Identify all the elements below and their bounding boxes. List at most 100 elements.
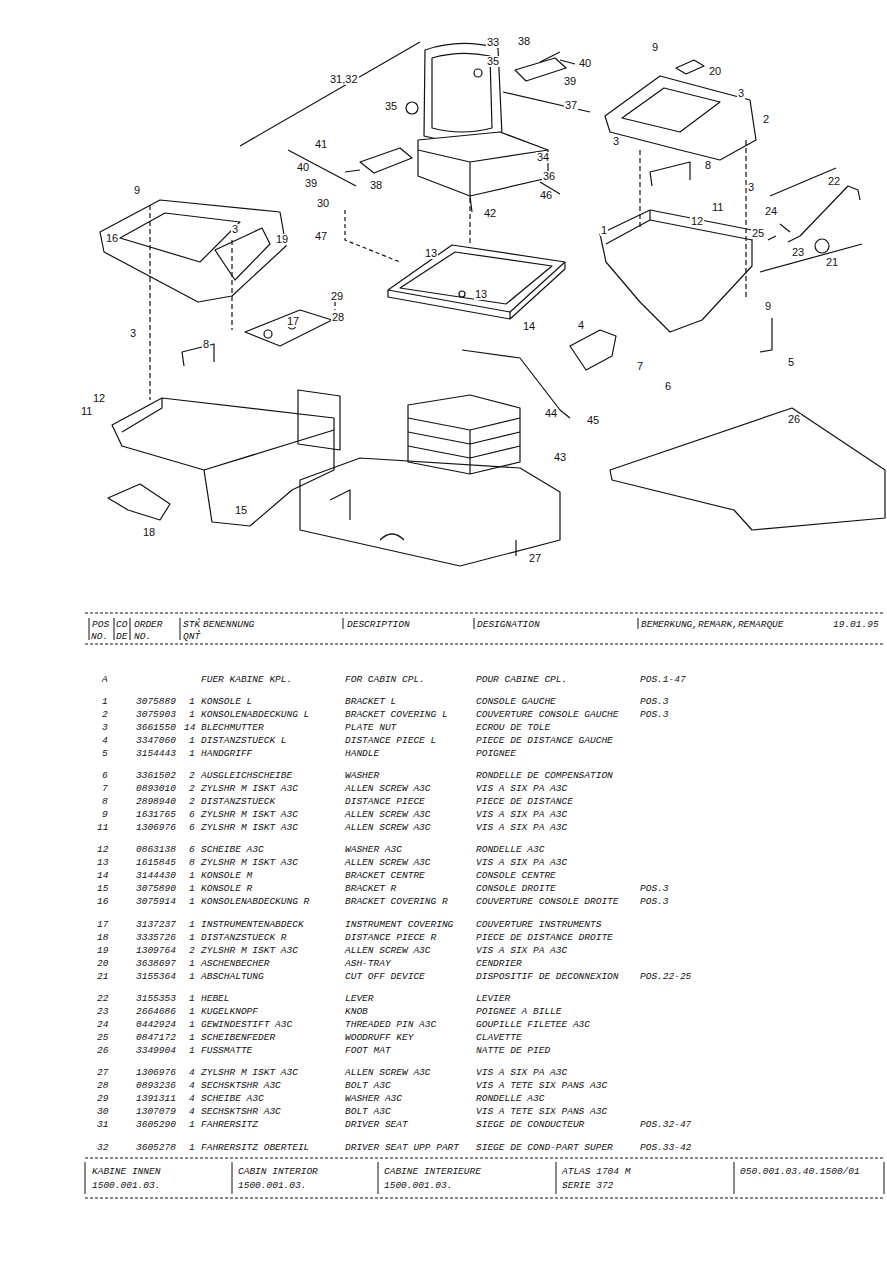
callout-number: 8: [202, 339, 210, 350]
table-cell: LEVER: [345, 994, 374, 1004]
table-cell: 12: [97, 845, 108, 855]
table-cell: 4: [189, 1081, 195, 1091]
table-cell: 4: [189, 1068, 195, 1078]
table-cell: 6: [102, 771, 108, 781]
callout-number: 11: [80, 406, 93, 417]
table-header: BEMERKUNG,REMARK,REMARQUE: [641, 620, 784, 630]
table-cell: DRIVER SEAT UPP PART: [345, 1143, 459, 1153]
callout-number: 13: [424, 248, 438, 259]
callout-number: 16: [105, 233, 119, 244]
table-header: DESCRIPTION: [347, 620, 410, 630]
table-cell: 1: [189, 897, 195, 907]
table-cell: 1: [189, 736, 195, 746]
table-cell: DISTANCE PIECE L: [345, 736, 436, 746]
footer-cell: 1500.001.03.: [92, 1181, 160, 1191]
table-cell: BLECHMUTTER: [201, 723, 264, 733]
table-cell: POS.3: [640, 710, 669, 720]
table-cell: 11: [97, 823, 108, 833]
table-cell: 32: [97, 1143, 108, 1153]
table-cell: SECHSKTSHR A3C: [201, 1081, 281, 1091]
table-cell: 1: [189, 1046, 195, 1056]
table-cell: KONSOLE L: [201, 697, 252, 707]
table-cell: CLAVETTE: [476, 1033, 522, 1043]
table-cell: 3605290: [136, 1120, 176, 1130]
table-cell: INSTRUMENTENABDECK: [201, 920, 304, 930]
table-cell: KONSOLENABDECKUNG R: [201, 897, 309, 907]
callout-number: 37: [564, 100, 578, 111]
table-header: 19.01.95: [833, 620, 879, 630]
table-cell: FUER KABINE KPL.: [201, 675, 292, 685]
callout-number: 15: [234, 505, 248, 516]
callout-number: 1: [600, 225, 608, 236]
table-cell: GEWINDESTIFT A3C: [201, 1020, 292, 1030]
callout-number: 22: [827, 176, 841, 187]
callout-number: 36: [542, 171, 556, 182]
table-cell: 1: [189, 1007, 195, 1017]
table-cell: 31: [97, 1120, 108, 1130]
table-cell: 16: [97, 897, 108, 907]
callout-number: 25: [751, 228, 765, 239]
table-cell: HANDGRIFF: [201, 749, 252, 759]
table-cell: VIS A SIX PA A3C: [476, 1068, 567, 1078]
table-cell: VIS A SIX PA A3C: [476, 823, 567, 833]
table-cell: AUSGLEICHSCHEIBE: [201, 771, 292, 781]
table-cell: GOUPILLE FILETEE A3C: [476, 1020, 590, 1030]
table-cell: 1: [189, 884, 195, 894]
table-cell: POS.22-25: [640, 972, 691, 982]
table-cell: 3155353: [136, 994, 176, 1004]
table-cell: POS.33-42: [640, 1143, 691, 1153]
table-cell: BOLT A3C: [345, 1081, 391, 1091]
table-cell: POS.1-47: [640, 675, 686, 685]
table-header: BENENNUNG: [203, 620, 254, 630]
table-cell: 6: [189, 810, 195, 820]
table-cell: CONSOLE DROITE: [476, 884, 556, 894]
callout-number: 24: [764, 206, 778, 217]
table-cell: 1306976: [136, 823, 176, 833]
table-cell: KUGELKNOPF: [201, 1007, 258, 1017]
table-cell: 2664686: [136, 1007, 176, 1017]
table-cell: DISTANZSTUECK: [201, 797, 275, 807]
callout-number: 3: [129, 328, 137, 339]
table-cell: 4: [189, 1107, 195, 1117]
table-cell: DISTANZSTUECK L: [201, 736, 287, 746]
footer-cell: CABINE INTERIEURE: [384, 1167, 481, 1177]
table-cell: 3075890: [136, 884, 176, 894]
table-cell: 30: [97, 1107, 108, 1117]
table-cell: 27: [97, 1068, 108, 1078]
table-cell: SCHEIBE A3C: [201, 845, 264, 855]
callout-number: 13: [474, 289, 488, 300]
footer-cell: KABINE INNEN: [92, 1167, 160, 1177]
table-cell: ALLEN SCREW A3C: [345, 858, 431, 868]
callout-number: 29: [330, 291, 344, 302]
table-cell: VIS A SIX PA A3C: [476, 784, 567, 794]
table-cell: LEVIER: [476, 994, 510, 1004]
table-cell: WASHER: [345, 771, 379, 781]
table-cell: 0442924: [136, 1020, 176, 1030]
table-cell: 3361502: [136, 771, 176, 781]
callout-number: 47: [314, 231, 328, 242]
table-cell: 2: [189, 797, 195, 807]
table-cell: 1: [189, 1033, 195, 1043]
table-cell: NATTE DE PIED: [476, 1046, 550, 1056]
table-cell: BRACKET L: [345, 697, 396, 707]
callout-number: 43: [553, 452, 567, 463]
table-cell: 3155364: [136, 972, 176, 982]
table-cell: 20: [97, 959, 108, 969]
callout-number: 46: [539, 190, 553, 201]
callout-number: 40: [578, 58, 592, 69]
table-cell: 1: [189, 972, 195, 982]
callout-number: 34: [536, 152, 550, 163]
callout-number: 45: [586, 415, 600, 426]
table-cell: COUVERTURE INSTRUMENTS: [476, 920, 601, 930]
table-cell: VIS A TETE SIX PANS A3C: [476, 1107, 607, 1117]
table-cell: 3347060: [136, 736, 176, 746]
table-cell: WASHER A3C: [345, 845, 402, 855]
table-cell: 3349904: [136, 1046, 176, 1056]
callout-number: 19: [275, 234, 289, 245]
table-cell: 3661550: [136, 723, 176, 733]
table-cell: 2: [189, 946, 195, 956]
table-cell: A: [102, 675, 108, 685]
table-cell: POUR CABINE CPL.: [476, 675, 567, 685]
table-cell: COUVERTURE CONSOLE DROITE: [476, 897, 619, 907]
table-cell: RONDELLE DE COMPENSATION: [476, 771, 613, 781]
